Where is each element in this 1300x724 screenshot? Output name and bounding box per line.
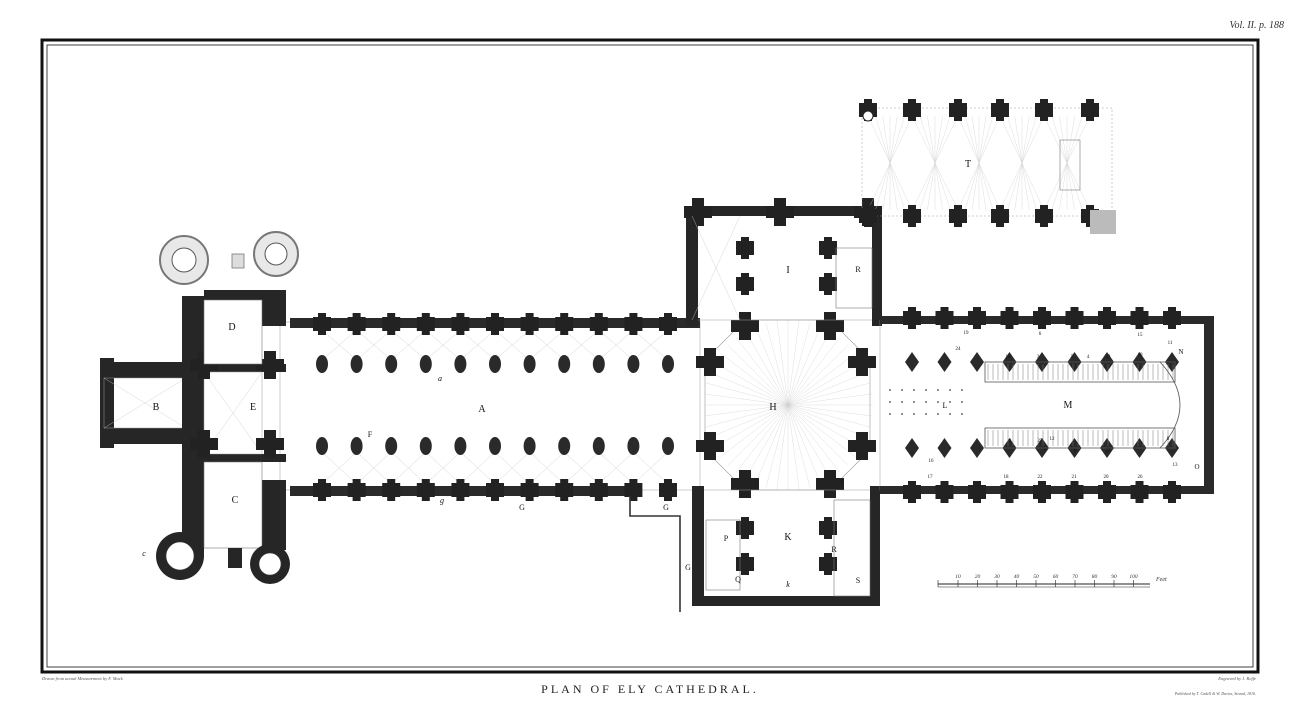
- label-F: F: [368, 430, 373, 439]
- num-13: 13: [1173, 463, 1179, 468]
- num-20: 20: [1104, 475, 1110, 480]
- drawn-by-credit: Drawn from actual Measurement by F. Mack: [42, 676, 123, 681]
- octagon-crossing: [696, 312, 876, 498]
- engraved-by-credit: Engraved by J. Roffe: [1218, 676, 1256, 681]
- label-K: K: [784, 532, 792, 543]
- label-G-3: G: [685, 563, 691, 572]
- scale-tick-label: 50: [1033, 574, 1039, 580]
- label-G-2: G: [663, 503, 669, 512]
- scale-bar: 10 20 30 40 50 60 70 80 90 100 Feet: [937, 573, 1167, 588]
- num-3: 3: [1037, 355, 1040, 360]
- scale-tick-label: 40: [1014, 573, 1020, 580]
- label-N: N: [1178, 348, 1183, 356]
- label-H: H: [769, 402, 776, 413]
- west-front: [100, 231, 299, 584]
- choir-presbytery: [879, 307, 1214, 503]
- scale-unit: Feet: [1155, 577, 1167, 583]
- label-E: E: [250, 402, 256, 413]
- num-2: 2: [1009, 439, 1012, 444]
- label-I: I: [786, 265, 789, 276]
- num-8: 8: [1167, 437, 1170, 442]
- nave: [279, 313, 701, 501]
- num-25: 25: [1106, 449, 1112, 454]
- label-c: c: [142, 549, 146, 558]
- num-26: 26: [1138, 475, 1144, 480]
- label-R-2: R: [831, 545, 837, 554]
- num-1: 1: [841, 479, 844, 484]
- lady-chapel: [859, 99, 1116, 234]
- label-O: O: [1194, 463, 1199, 471]
- num-22: 22: [1038, 475, 1044, 480]
- num-10: 10: [1138, 353, 1144, 358]
- label-G-1: G: [519, 503, 525, 512]
- num-6: 6: [1039, 332, 1042, 337]
- label-S: S: [856, 576, 860, 585]
- scale-tick-label: 60: [1053, 574, 1059, 580]
- num-23: 23: [1106, 355, 1112, 360]
- south-transept: [629, 486, 880, 612]
- num-14: 14: [1006, 355, 1012, 360]
- outer-border: [40, 38, 1260, 674]
- num-11: 11: [1168, 341, 1173, 346]
- scale-tick-label: 70: [1072, 574, 1078, 580]
- plan-letter-labels: A B C D E F G G G H I K L M N O P Q R R …: [142, 159, 1199, 589]
- num-18: 18: [1004, 475, 1010, 480]
- num-9: 9: [1074, 449, 1077, 454]
- num-24: 24: [956, 347, 962, 352]
- label-P: P: [724, 534, 729, 543]
- num-12: 12: [1050, 437, 1056, 442]
- num-27: 27: [1038, 439, 1044, 444]
- label-M: M: [1064, 400, 1073, 411]
- inner-border: [46, 44, 1254, 668]
- scale-tick-label: 30: [993, 574, 1000, 580]
- label-Q: Q: [735, 575, 741, 584]
- volume-page-mark: Vol. II. p. 188: [1229, 20, 1284, 31]
- scale-tick-label: 100: [1129, 574, 1138, 580]
- num-4: 4: [1087, 355, 1090, 360]
- scale-tick-label: 10: [955, 574, 961, 580]
- plate-title: PLAN OF ELY CATHEDRAL.: [541, 682, 759, 696]
- scale-tick-label: 80: [1092, 574, 1098, 580]
- num-5: 5: [1071, 355, 1074, 360]
- num-19: 19: [964, 331, 970, 336]
- scale-tick-label: 20: [975, 574, 981, 580]
- label-a: a: [438, 374, 442, 383]
- num-16: 16: [929, 459, 935, 464]
- num-15: 15: [1138, 333, 1144, 338]
- label-k: k: [786, 580, 790, 589]
- label-B: B: [153, 402, 160, 413]
- scale-tick-label: 90: [1111, 574, 1117, 580]
- north-transept: [684, 198, 882, 326]
- num-7: 7: [1044, 449, 1047, 454]
- label-D: D: [228, 322, 235, 333]
- label-A: A: [478, 404, 486, 415]
- label-L: L: [943, 401, 948, 410]
- publisher-line: Published by T. Cadell & W. Davies, Stra…: [1174, 691, 1256, 696]
- label-C: C: [232, 495, 239, 506]
- plan-number-labels: 1 2 3 4 5 6 7 8 9 10 11 12 13 14 15 16 1…: [841, 331, 1178, 484]
- num-17: 17: [928, 475, 934, 480]
- label-g: g: [440, 496, 444, 505]
- label-T: T: [965, 159, 971, 170]
- label-R-1: R: [855, 265, 861, 274]
- num-21: 21: [1072, 475, 1078, 480]
